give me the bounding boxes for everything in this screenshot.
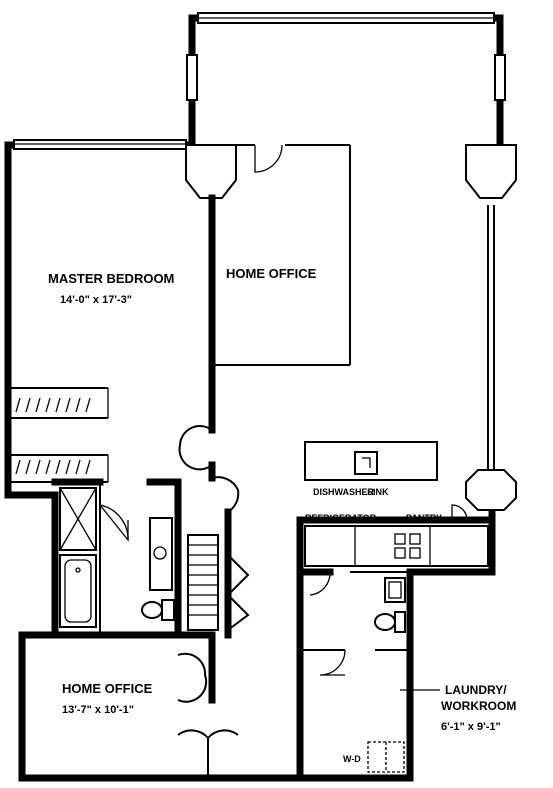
home-office-lower-dims: 13'-7" x 10'-1" xyxy=(62,704,134,716)
refrigerator-label: REFRIGERATOR xyxy=(305,513,377,523)
outer-walls xyxy=(4,14,504,782)
kitchen xyxy=(296,441,496,576)
home-office-upper-walls xyxy=(208,144,351,434)
laundry-dims: 6'-1" x 9'-1" xyxy=(441,721,501,733)
master-bedroom-dims: 14'-0" x 17'-3" xyxy=(60,294,132,306)
windows xyxy=(13,12,506,150)
washer-dryer-label: W-D xyxy=(343,754,361,764)
master-bath xyxy=(51,478,182,639)
home-office-lower-walls xyxy=(174,631,239,778)
laundry-label-line1: LAUNDRY/ xyxy=(445,683,507,697)
bedroom-closets xyxy=(8,387,109,483)
powder-laundry xyxy=(296,568,440,782)
columns xyxy=(185,144,517,511)
home-office-upper-label: HOME OFFICE xyxy=(226,266,317,281)
pantry-label: PANTRY xyxy=(406,513,442,523)
master-bedroom-label: MASTER BEDROOM xyxy=(48,271,174,286)
dishwasher-label: DISHWASHER xyxy=(313,487,375,497)
laundry-label-line2: WORKROOM xyxy=(441,699,516,713)
home-office-lower-label: HOME OFFICE xyxy=(62,681,153,696)
sink-label: SINK xyxy=(367,487,389,497)
linen-closet xyxy=(187,534,250,631)
